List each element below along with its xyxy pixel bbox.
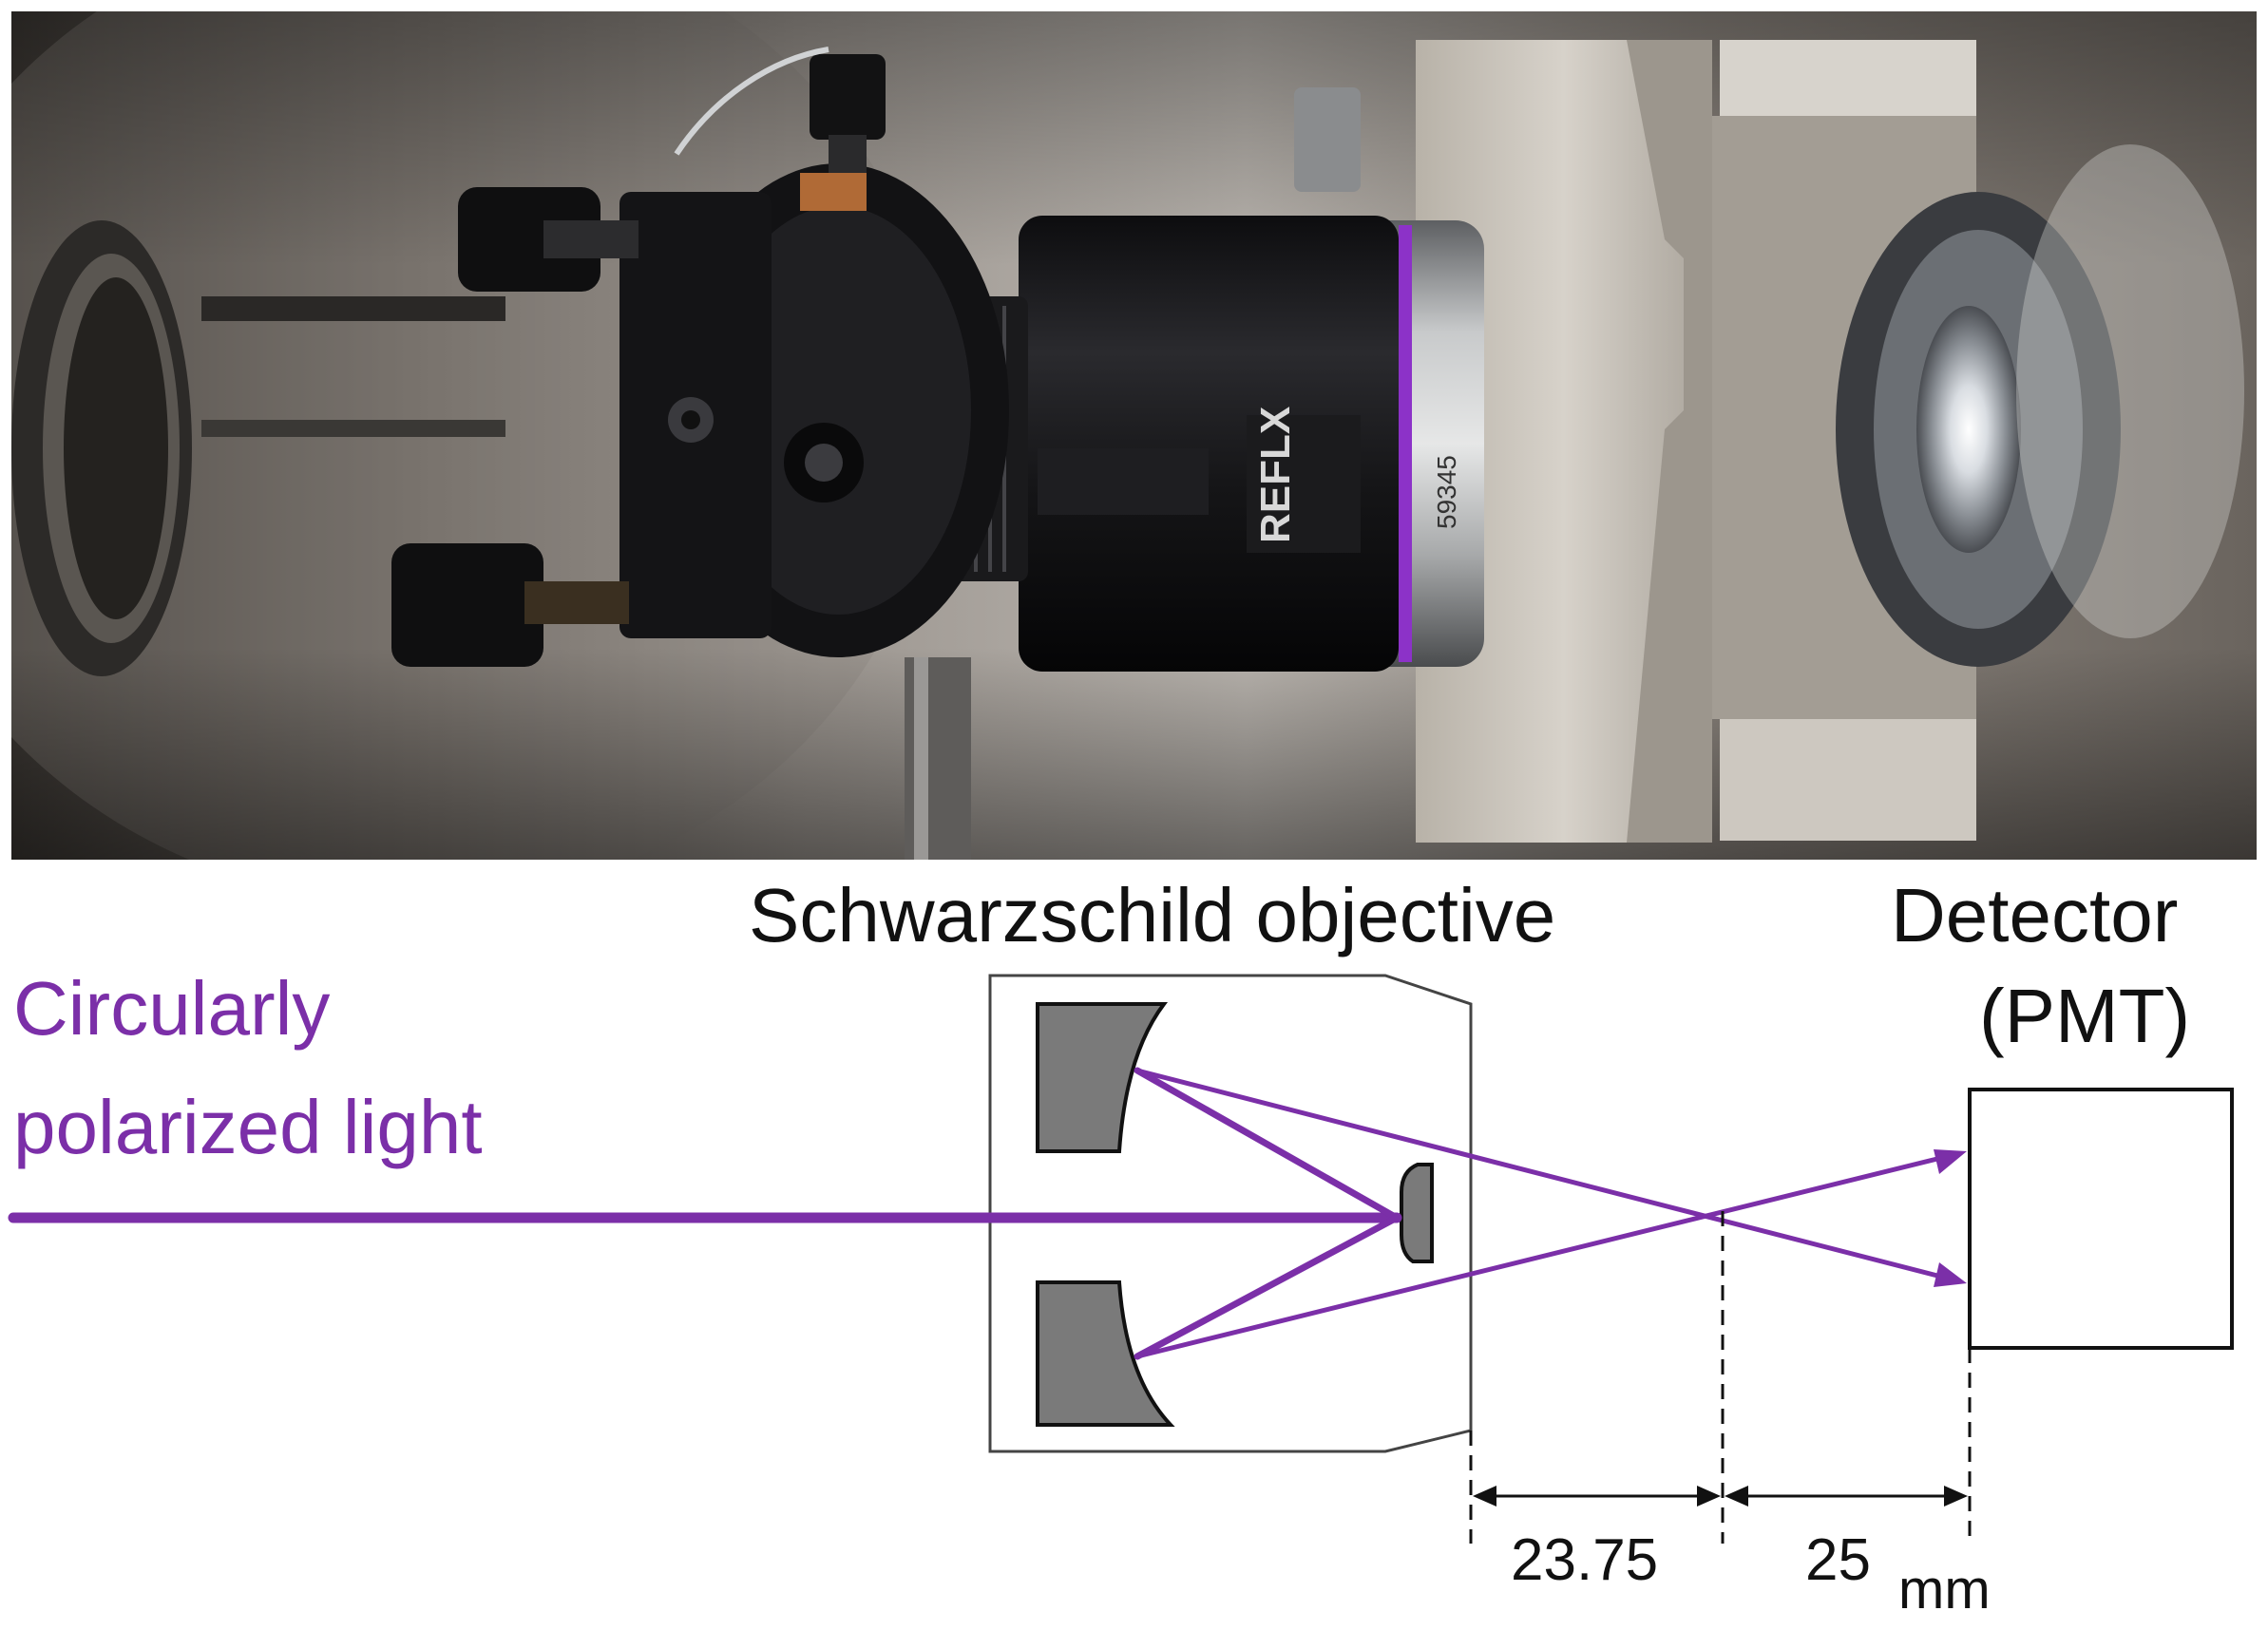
serial-number-text: 59345 bbox=[1432, 455, 1461, 529]
dimension-value-2: 25 bbox=[1805, 1527, 1871, 1593]
brand-logo-text: REFLX bbox=[1252, 407, 1299, 543]
reflected-beam-lower bbox=[1134, 1214, 1401, 1360]
dim2-arrowhead-right bbox=[1944, 1486, 1968, 1507]
arrowhead-upper bbox=[1934, 1149, 1967, 1174]
focused-beam-lower bbox=[1134, 1154, 1948, 1359]
dim1-arrowhead-left bbox=[1473, 1486, 1496, 1507]
dim2-arrowhead-left bbox=[1725, 1486, 1748, 1507]
apparatus-photo: REFLX 59345 bbox=[11, 11, 2257, 860]
objective-label: Schwarzschild objective bbox=[749, 873, 1556, 957]
detector-label-line1: Detector bbox=[1891, 873, 2179, 957]
reflected-beam-upper bbox=[1134, 1067, 1401, 1222]
arrowhead-lower bbox=[1934, 1262, 1967, 1287]
dimension-unit: mm bbox=[1898, 1559, 1991, 1621]
detector-box bbox=[1968, 1088, 2234, 1350]
primary-mirror-top bbox=[1036, 1002, 1169, 1153]
apparatus-photo-drawing: REFLX 59345 bbox=[11, 11, 2257, 860]
dim1-arrowhead-right bbox=[1697, 1486, 1721, 1507]
focused-beam-upper bbox=[1134, 1068, 1948, 1280]
primary-mirror-bottom bbox=[1036, 1280, 1175, 1427]
dimension-value-1: 23.75 bbox=[1511, 1527, 1659, 1593]
light-label-line1: Circularly bbox=[13, 966, 331, 1051]
detector-label-line2: (PMT) bbox=[1979, 974, 2191, 1058]
light-label-line2: polarized light bbox=[13, 1085, 483, 1169]
secondary-mirror bbox=[1400, 1163, 1434, 1263]
